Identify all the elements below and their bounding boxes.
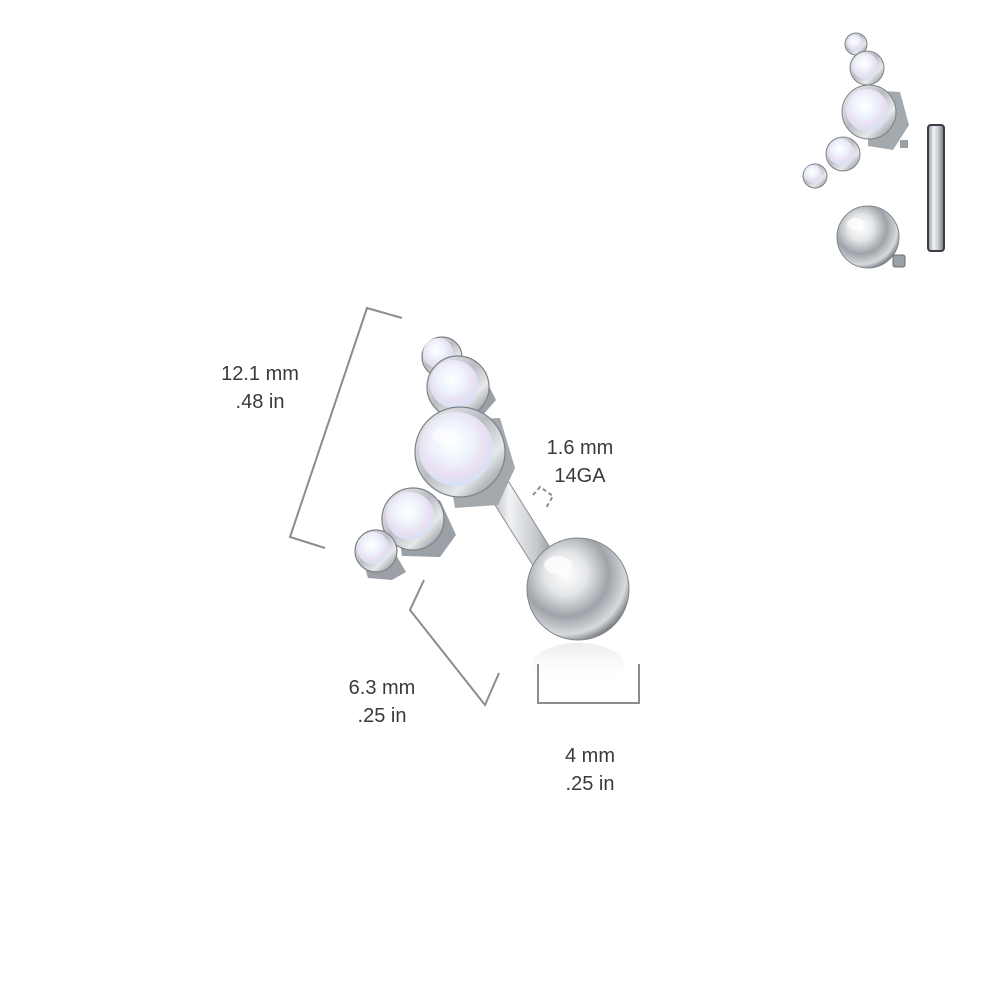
opal-gem-3 bbox=[414, 406, 515, 508]
top-width-label: 6.3 mm .25 in bbox=[322, 674, 442, 730]
opal-gem-5 bbox=[354, 529, 406, 580]
length-metric: 12.1 mm bbox=[221, 363, 299, 385]
top-width-bracket bbox=[408, 579, 500, 707]
ball-bracket bbox=[537, 664, 640, 704]
gauge-label: 1.6 mm 14GA bbox=[525, 434, 635, 490]
gauge-marker bbox=[532, 485, 555, 509]
ball-metric: 4 mm bbox=[565, 745, 615, 767]
top-width-imperial: .25 in bbox=[357, 705, 407, 727]
length-label: 12.1 mm .48 in bbox=[200, 360, 320, 416]
gem-cluster bbox=[354, 336, 515, 580]
top-width-metric: 6.3 mm bbox=[348, 677, 416, 699]
length-bracket bbox=[288, 306, 403, 549]
inset-post bbox=[927, 124, 945, 252]
ball-label: 4 mm .25 in bbox=[530, 742, 650, 798]
parts-inset bbox=[802, 32, 945, 269]
gauge-value: 14GA bbox=[554, 465, 606, 487]
main-piercing bbox=[354, 336, 630, 687]
ball-imperial: .25 in bbox=[565, 773, 615, 795]
length-imperial: .48 in bbox=[235, 391, 285, 413]
inset-gem-cluster bbox=[802, 32, 909, 189]
opal-gem-4 bbox=[381, 487, 456, 557]
inset-ball bbox=[836, 205, 906, 269]
ball-end bbox=[526, 537, 630, 687]
dimension-lines bbox=[288, 306, 640, 707]
gauge-metric: 1.6 mm bbox=[546, 437, 614, 459]
